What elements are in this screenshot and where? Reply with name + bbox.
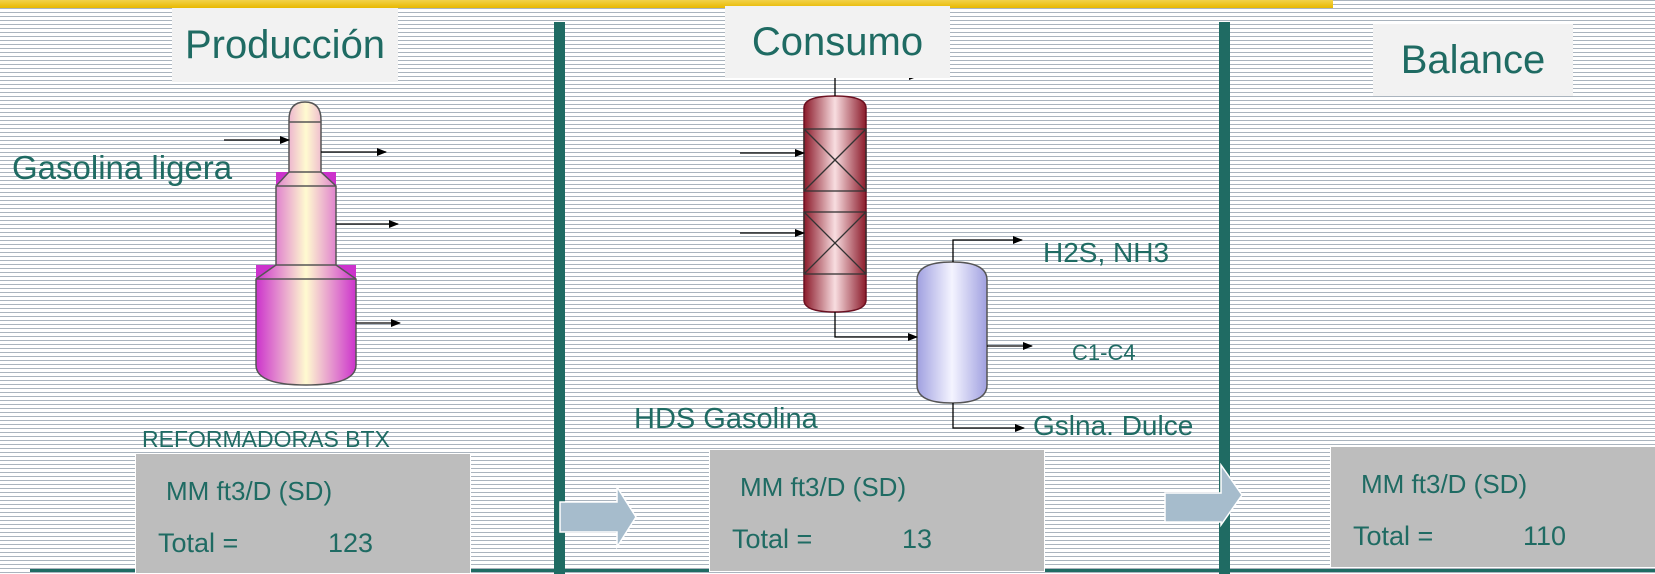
hds-stream-lines [740,72,1033,432]
production-title: Producción [172,8,398,82]
balance-total-label: Total = [1353,521,1434,551]
production-total-box: MM ft3/D (SD) Total = 123 [135,453,471,574]
consumption-total-label: Total = [732,524,813,554]
consumption-units: MM ft3/D (SD) [740,472,907,502]
balance-title: Balance [1373,24,1573,96]
consumption-total-value: 13 [902,524,933,554]
consumption-total-box: MM ft3/D (SD) Total = 13 [709,449,1045,572]
consumption-title: Consumo [725,6,950,78]
block-arrow-icon [1164,462,1243,528]
output-label-h2s: H2S, NH3 [1043,237,1170,268]
output-label-sweet-gasoline: Gslna. Dulce [1033,410,1194,441]
balance-units: MM ft3/D (SD) [1361,469,1528,499]
production-units: MM ft3/D (SD) [166,476,333,506]
reformer-tower-icon [255,101,357,386]
feed-label: Gasolina ligera [12,149,233,186]
balance-total-value: 110 [1523,521,1567,551]
production-total-label: Total = [158,528,239,558]
section-divider-right [1219,22,1230,574]
reformer-unit-label: REFORMADORAS BTX [142,426,390,452]
block-arrow-icon [559,484,637,550]
production-total-value: 123 [328,528,374,558]
reformer-stream-lines [224,136,401,327]
balance-total-box: MM ft3/D (SD) Total = 110 [1330,446,1655,568]
output-label-c1c4: C1-C4 [1072,340,1136,365]
reactor-icon [803,95,867,313]
section-divider-left [554,22,565,574]
hds-unit-label: HDS Gasolina [634,403,818,435]
separator-vessel-icon [916,261,988,404]
top-accent-bar [0,0,1333,8]
